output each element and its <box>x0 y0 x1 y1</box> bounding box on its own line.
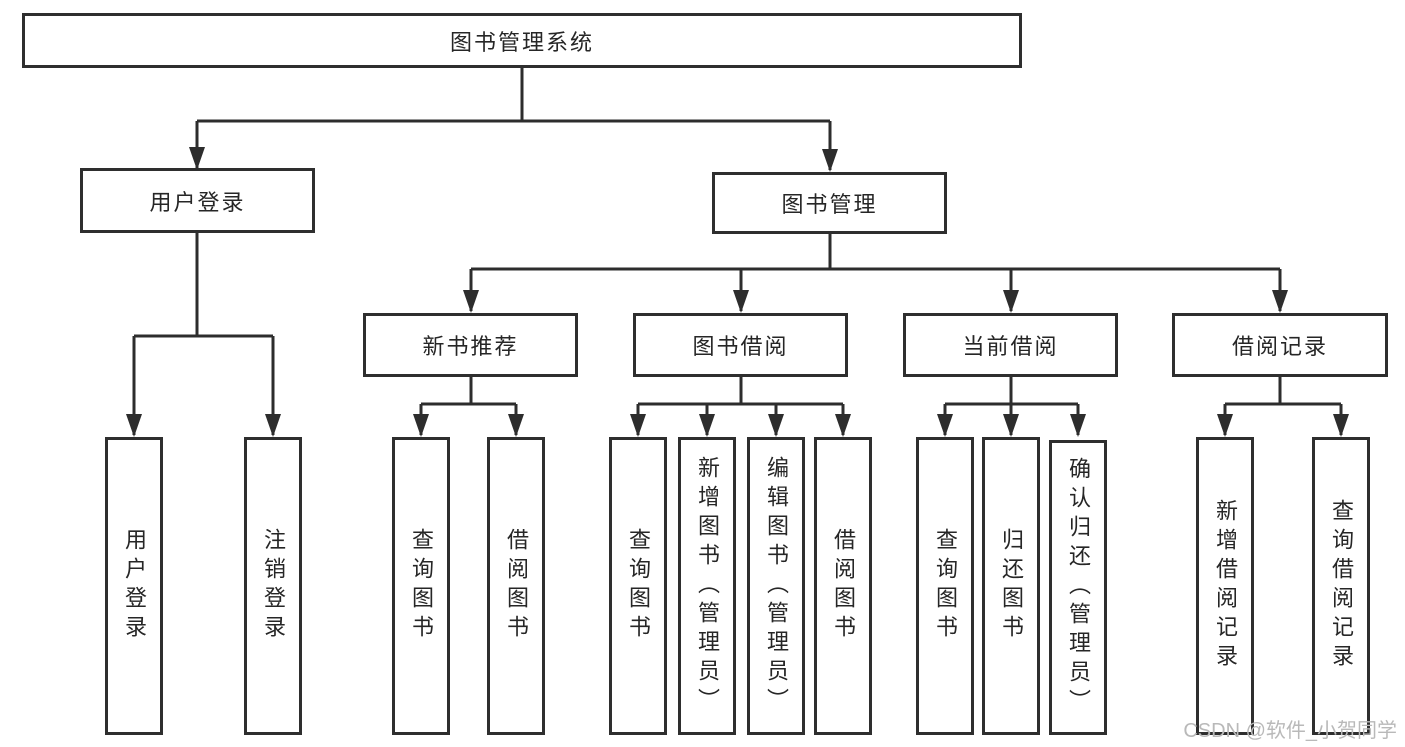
node-new-books-label: 新书推荐 <box>422 334 519 359</box>
node-borrow-records-label: 借阅记录 <box>1231 334 1328 359</box>
leaf-borrow-query-label: 查询图书 <box>626 528 651 644</box>
leaf-borrow-edit: 编辑图书（管理员） <box>747 437 805 735</box>
leaf-newbooks-borrow-label: 借阅图书 <box>504 528 529 644</box>
leaf-borrow-add-label: 新增图书（管理员） <box>695 455 720 717</box>
leaf-newbooks-query: 查询图书 <box>392 437 450 735</box>
leaf-logout: 注销登录 <box>244 437 302 735</box>
node-user-login-label: 用户登录 <box>149 189 246 215</box>
leaf-current-return: 归还图书 <box>982 437 1040 735</box>
node-new-books: 新书推荐 <box>363 313 578 377</box>
leaf-current-confirm-return-label: 确认归还（管理员） <box>1066 457 1091 718</box>
leaf-records-add: 新增借阅记录 <box>1196 437 1254 735</box>
node-borrow-records: 借阅记录 <box>1172 313 1388 377</box>
leaf-newbooks-query-label: 查询图书 <box>409 528 434 644</box>
leaf-records-query: 查询借阅记录 <box>1312 437 1370 735</box>
node-book-mgmt: 图书管理 <box>712 172 947 234</box>
leaf-logout-label: 注销登录 <box>261 528 286 644</box>
node-book-borrow: 图书借阅 <box>633 313 848 377</box>
leaf-borrow-borrow: 借阅图书 <box>814 437 872 735</box>
leaf-user-login: 用户登录 <box>105 437 163 735</box>
leaf-current-query-label: 查询图书 <box>933 528 958 644</box>
leaf-current-confirm-return: 确认归还（管理员） <box>1049 440 1107 735</box>
node-root-label: 图书管理系统 <box>449 29 594 55</box>
node-root: 图书管理系统 <box>22 13 1022 68</box>
node-book-borrow-label: 图书借阅 <box>692 334 789 359</box>
node-book-mgmt-label: 图书管理 <box>781 192 878 217</box>
node-user-login: 用户登录 <box>80 168 315 233</box>
leaf-current-query: 查询图书 <box>916 437 974 735</box>
node-current-borrow-label: 当前借阅 <box>962 334 1059 359</box>
leaf-borrow-add: 新增图书（管理员） <box>678 437 736 735</box>
leaf-newbooks-borrow: 借阅图书 <box>487 437 545 735</box>
leaf-records-add-label: 新增借阅记录 <box>1213 499 1238 673</box>
leaf-current-return-label: 归还图书 <box>999 528 1024 644</box>
leaf-user-login-label: 用户登录 <box>122 528 147 644</box>
leaf-borrow-edit-label: 编辑图书（管理员） <box>764 455 789 717</box>
leaf-records-query-label: 查询借阅记录 <box>1329 499 1354 673</box>
watermark: CSDN @软件_小贺同学 <box>1183 720 1397 742</box>
leaf-borrow-query: 查询图书 <box>609 437 667 735</box>
leaf-borrow-borrow-label: 借阅图书 <box>831 528 856 644</box>
node-current-borrow: 当前借阅 <box>903 313 1118 377</box>
